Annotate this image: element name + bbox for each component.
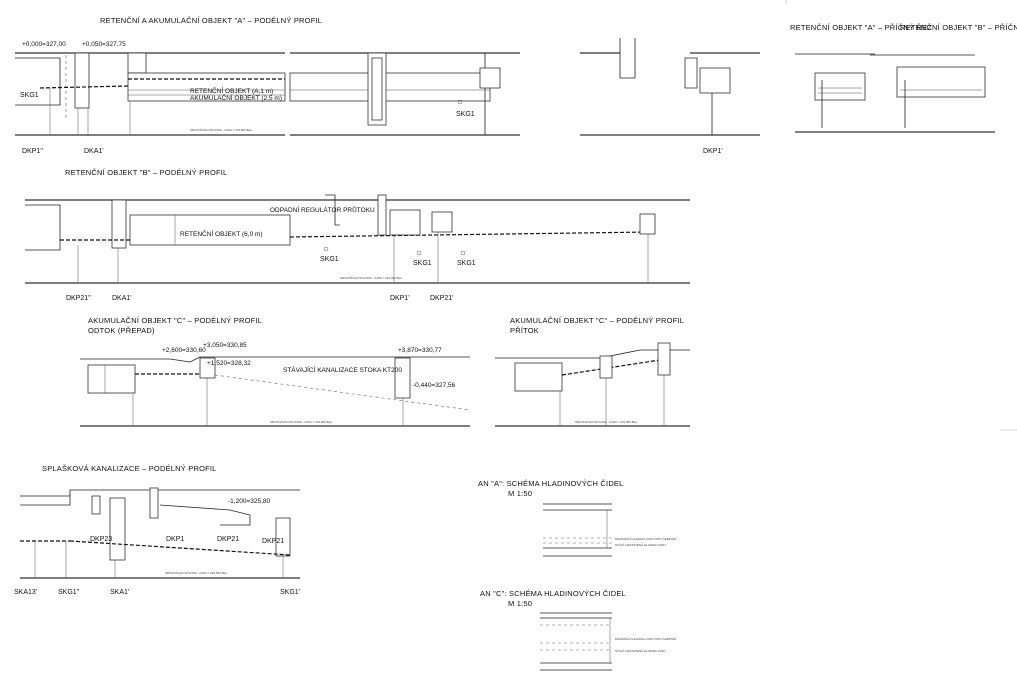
profile-c-out-title: AKUMULAČNÍ OBJEKT "C" – PODÉLNÝ PROFIL <box>88 316 262 325</box>
an-a-scale: M 1:50 <box>508 489 532 498</box>
station-label: DKP1'' <box>22 148 43 155</box>
profile-a-title: RETENČNÍ A AKUMULAČNÍ OBJEKT "A" – PODÉL… <box>100 16 322 25</box>
an-c-title: AN "C": SCHÉMA HLADINOVÝCH ČIDEL <box>480 589 626 598</box>
station-label: SKG1 <box>456 111 475 118</box>
an-c-scale: M 1:50 <box>508 599 532 608</box>
section-a-title: RETENČNÍ OBJEKT "A" – PŘÍČNÝ ŘEZ <box>790 23 932 32</box>
station-label: SKA13' <box>14 589 37 596</box>
station-label: DKA1' <box>84 148 104 155</box>
level-label: +0,000=327,00 <box>22 41 66 48</box>
note-retention-tank-b: RETENČNÍ OBJEKT (6,0 m) <box>180 229 263 238</box>
station-label: SKG1 <box>320 256 339 263</box>
note-min-level: STÁLÁ NASTAVENÁ HLADINA VODY <box>615 543 666 547</box>
station-label: SKG1' <box>280 589 300 596</box>
station-label: SKA1' <box>110 589 129 596</box>
station-label: DKP21 <box>217 536 239 543</box>
level-label: +0,050=327,75 <box>82 41 126 48</box>
an-a-title: AN "A": SCHÉMA HLADINOVÝCH ČIDEL <box>478 479 624 488</box>
cross-sections: RETENČNÍ OBJEKT "A" – PŘÍČNÝ ŘEZ RETENČN… <box>790 23 1017 133</box>
datum-label: SROVNÁVACÍ ROVINA –4,000 = 323,000 Bpv. <box>340 276 403 280</box>
station-label: DKP21'' <box>66 295 91 302</box>
level-label: +2,600=330,60 <box>162 347 206 354</box>
level-label: +1,520=328,32 <box>207 360 251 367</box>
note-regulator: ODPADNÍ REGULÁTOR PRŮTOKU <box>270 205 375 214</box>
note-retention-tank-a: RETENČNÍ OBJEKT (A,1 m) <box>190 86 273 95</box>
profile-c-inlet: AKUMULAČNÍ OBJEKT "C" – PODÉLNÝ PROFIL P… <box>495 316 690 427</box>
datum-label: SROVNÁVACÍ ROVINA –4,000 = 323,000 Bpv. <box>190 128 253 132</box>
level-label: -0,440=327,56 <box>413 382 455 389</box>
station-label: SKG1'' <box>58 589 79 596</box>
station-label: DKP1' <box>390 295 410 302</box>
level-label: +3,870=330,77 <box>398 347 442 354</box>
note-max-level: MAXIMÁLNÍ HLADINA VODY PRO ČERPÁNÍ <box>615 636 676 641</box>
sewer-title: SPLAŠKOVÁ KANALIZACE – PODÉLNÝ PROFIL <box>42 464 217 473</box>
station-label: DKP21' <box>430 295 454 302</box>
station-label: DKP1' <box>703 148 723 155</box>
level-label: -1,200=325,80 <box>228 498 270 505</box>
station-label: SKG1 <box>457 260 476 267</box>
profile-a-detail: SKG1 DKP1' <box>456 38 760 155</box>
note-accumulation-tank-a: AKUMULAČNÍ OBJEKT (2,5 m) <box>190 93 282 102</box>
profile-c-out-subtitle: ODTOK (PŘEPAD) <box>88 326 155 335</box>
datum-label: SROVNÁVACÍ ROVINA –4,000 = 323,000 Bpv. <box>575 420 638 424</box>
an-a-scheme: AN "A": SCHÉMA HLADINOVÝCH ČIDEL M 1:50 … <box>478 479 676 557</box>
station-label: DKP21 <box>262 538 284 545</box>
profile-b: RETENČNÍ OBJEKT "B" – PODÉLNÝ PROFIL RET… <box>25 168 690 302</box>
an-c-scheme: AN "C": SCHÉMA HLADINOVÝCH ČIDEL M 1:50 … <box>480 589 676 671</box>
station-label: DKP1 <box>166 536 184 543</box>
station-label: SKG1 <box>20 92 39 99</box>
profile-b-title: RETENČNÍ OBJEKT "B" – PODÉLNÝ PROFIL <box>65 168 227 177</box>
profile-c-in-subtitle: PŘÍTOK <box>510 326 539 335</box>
sewer-profile: SPLAŠKOVÁ KANALIZACE – PODÉLNÝ PROFIL -1… <box>14 464 300 596</box>
note-max-level: MAXIMÁLNÍ HLADINA VODY PRO ČERPÁNÍ <box>615 536 676 541</box>
station-label: DKA1' <box>112 295 132 302</box>
note-min-level: STÁLÁ NASTAVENÁ HLADINA VODY <box>615 649 666 653</box>
datum-label: SROVNÁVACÍ ROVINA –4,000 = 323,000 Bpv. <box>165 571 228 575</box>
level-label: +3,050=330,85 <box>203 342 247 349</box>
profile-c-outlet: AKUMULAČNÍ OBJEKT "C" – PODÉLNÝ PROFIL O… <box>80 316 471 427</box>
profile-c-in-title: AKUMULAČNÍ OBJEKT "C" – PODÉLNÝ PROFIL <box>510 316 684 325</box>
section-b-title: RETENČNÍ OBJEKT "B" – PŘÍČNÝ ŘEZ <box>900 23 1017 32</box>
station-label: DKP23 <box>90 536 112 543</box>
note-existing-sewer: STÁVAJÍCÍ KANALIZACE STOKA KT200 <box>283 365 402 374</box>
profile-a: RETENČNÍ A AKUMULAČNÍ OBJEKT "A" – PODÉL… <box>15 16 520 155</box>
datum-label: SROVNÁVACÍ ROVINA –4,000 = 323,000 Bpv. <box>270 420 333 424</box>
station-label: SKG1 <box>413 260 432 267</box>
